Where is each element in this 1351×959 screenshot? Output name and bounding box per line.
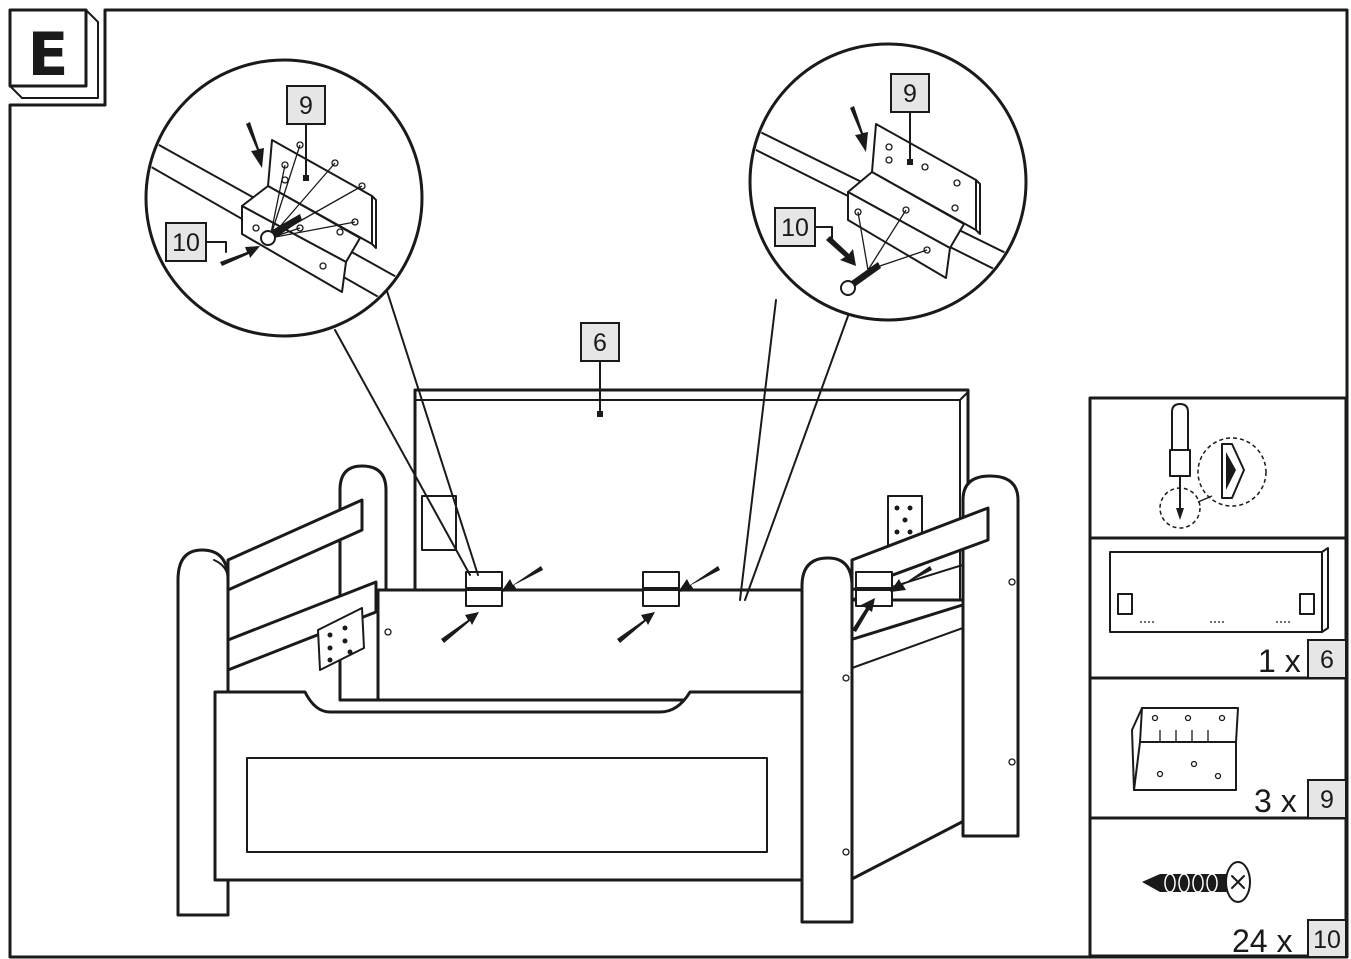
part-9-number: 9 bbox=[1320, 786, 1334, 814]
callout-left-part-10: 10 bbox=[172, 229, 200, 257]
hinge-left bbox=[465, 571, 503, 607]
detail-zoom-left: 9 10 bbox=[144, 58, 424, 338]
arrow-icon bbox=[441, 566, 932, 643]
zoom-leader-left bbox=[334, 287, 479, 576]
step-letter: E bbox=[28, 20, 69, 90]
phillips-screwdriver-icon bbox=[1159, 403, 1267, 529]
screw-icon bbox=[1142, 861, 1251, 903]
callout-right-part-10: 10 bbox=[781, 214, 809, 242]
part-9-quantity: 3 x bbox=[1254, 783, 1297, 819]
front-inset-panel bbox=[246, 757, 768, 853]
part-6-quantity: 1 x bbox=[1258, 643, 1301, 679]
part-10-number: 10 bbox=[1313, 926, 1341, 954]
left-cleat bbox=[317, 607, 365, 671]
part-6-number: 6 bbox=[1320, 646, 1334, 674]
page-frame bbox=[8, 8, 1349, 959]
callout-part-6: 6 bbox=[593, 329, 607, 357]
zoom-leader-right bbox=[739, 299, 849, 601]
detail-zoom-right: 9 10 bbox=[748, 42, 1028, 322]
lid-panel-icon bbox=[1109, 547, 1329, 633]
back-wall bbox=[376, 588, 852, 702]
right-back-post bbox=[961, 474, 1020, 838]
hinge-icon bbox=[1131, 707, 1239, 791]
parts-panel: 1 x 6 3 x 9 24 x bbox=[1088, 396, 1348, 959]
part-10-quantity: 24 x bbox=[1232, 923, 1292, 959]
callout-left-part-9: 9 bbox=[299, 92, 313, 120]
step-badge: E bbox=[8, 8, 99, 99]
hinge-center bbox=[642, 571, 680, 607]
bench-assembly: 6 bbox=[176, 287, 1020, 924]
hinge-right bbox=[855, 571, 893, 607]
callout-right-part-9: 9 bbox=[903, 80, 917, 108]
right-front-post bbox=[800, 556, 854, 924]
